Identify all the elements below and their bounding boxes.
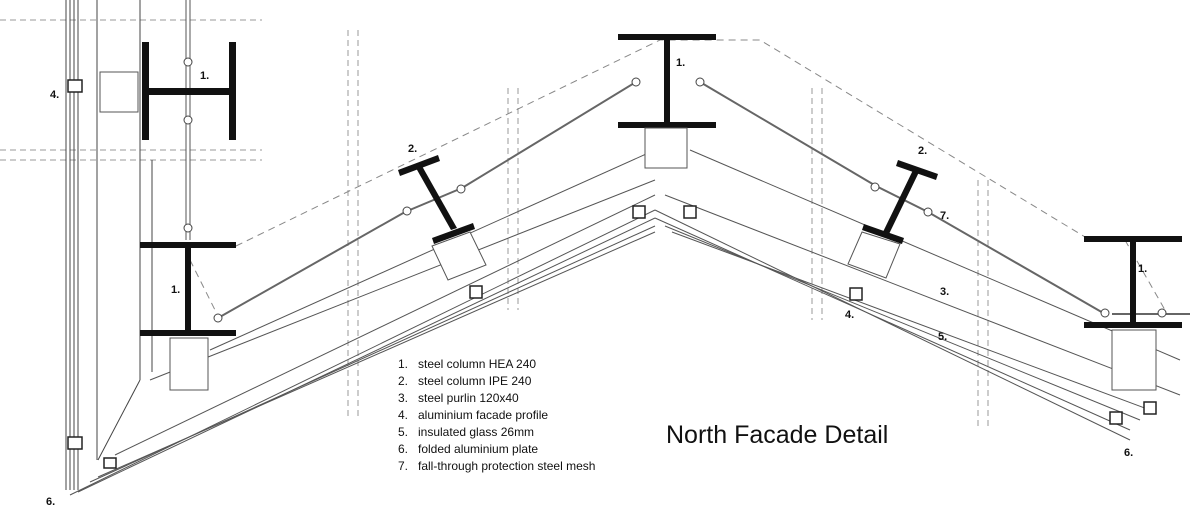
callout-1-left: 1. xyxy=(171,284,180,296)
glazing-bands xyxy=(69,149,1181,496)
legend-item: 7. fall-through protection steel mesh xyxy=(398,459,595,473)
legend-item: 5. insulated glass 26mm xyxy=(398,425,534,439)
protection-mesh xyxy=(217,81,1190,319)
legend-item-text: steel column HEA 240 xyxy=(418,357,536,371)
legend-item-text: insulated glass 26mm xyxy=(418,425,534,439)
callout-4-right: 4. xyxy=(845,309,854,321)
callout-5: 5. xyxy=(938,331,947,343)
legend-item-text: fall-through protection steel mesh xyxy=(418,459,595,473)
drawing-title: North Facade Detail xyxy=(666,421,888,449)
legend-item-num: 2. xyxy=(398,374,408,388)
legend-item: 6. folded aluminium plate xyxy=(398,442,538,456)
callout-2-right: 2. xyxy=(918,145,927,157)
legend: 1. steel column HEA 240 2. steel column … xyxy=(398,357,595,473)
callout-6-right: 6. xyxy=(1124,447,1133,459)
plate-ipe-right xyxy=(847,231,901,279)
callout-labels: 1. 1. 1. 1. 2. 2. 3. 4. 4. 5. 6. 6. 7. xyxy=(46,57,1147,508)
legend-item-num: 1. xyxy=(398,357,408,371)
bolts xyxy=(183,57,1167,323)
steel-column-ipe-left xyxy=(398,155,475,244)
steel-column-hea-center xyxy=(618,34,716,128)
aluminium-profiles xyxy=(67,79,1157,469)
legend-item-text: steel purlin 120x40 xyxy=(418,391,519,405)
legend-item-num: 4. xyxy=(398,408,408,422)
legend-item-text: steel column IPE 240 xyxy=(418,374,532,388)
callout-6-left: 6. xyxy=(46,496,55,508)
steel-column-hea-left xyxy=(140,242,236,336)
callout-7: 7. xyxy=(940,210,949,222)
legend-item: 3. steel purlin 120x40 xyxy=(398,391,519,405)
plate-top-left xyxy=(99,71,139,113)
callout-2-left: 2. xyxy=(408,143,417,155)
legend-item-text: aluminium facade profile xyxy=(418,408,548,422)
steel-column-ipe-right xyxy=(862,160,938,244)
callout-4-left: 4. xyxy=(50,89,59,101)
legend-item-num: 7. xyxy=(398,459,408,473)
plate-right xyxy=(1111,329,1157,391)
callout-3: 3. xyxy=(940,286,949,298)
break-lines xyxy=(0,19,989,430)
plate-center xyxy=(644,127,688,169)
legend-item: 4. aluminium facade profile xyxy=(398,408,548,422)
callout-1-top-left: 1. xyxy=(200,70,209,82)
plate-left xyxy=(169,337,209,391)
callout-1-right: 1. xyxy=(1138,263,1147,275)
steel-column-hea-right xyxy=(1084,236,1182,328)
callout-1-center: 1. xyxy=(676,57,685,69)
legend-item-num: 6. xyxy=(398,442,408,456)
steel-column-hea-top-left xyxy=(142,42,236,140)
legend-item-text: folded aluminium plate xyxy=(418,442,538,456)
legend-item: 2. steel column IPE 240 xyxy=(398,374,532,388)
legend-item-num: 5. xyxy=(398,425,408,439)
legend-item: 1. steel column HEA 240 xyxy=(398,357,536,371)
plate-ipe-left xyxy=(431,231,487,281)
purlin-dashed-outline xyxy=(189,39,1166,311)
legend-item-num: 3. xyxy=(398,391,408,405)
